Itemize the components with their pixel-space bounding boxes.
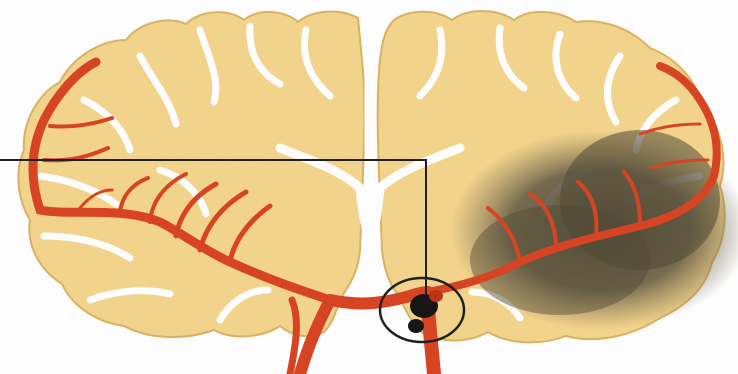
diagram-svg bbox=[0, 0, 738, 374]
brain-stroke-diagram bbox=[0, 0, 738, 374]
print-texture bbox=[0, 0, 738, 374]
